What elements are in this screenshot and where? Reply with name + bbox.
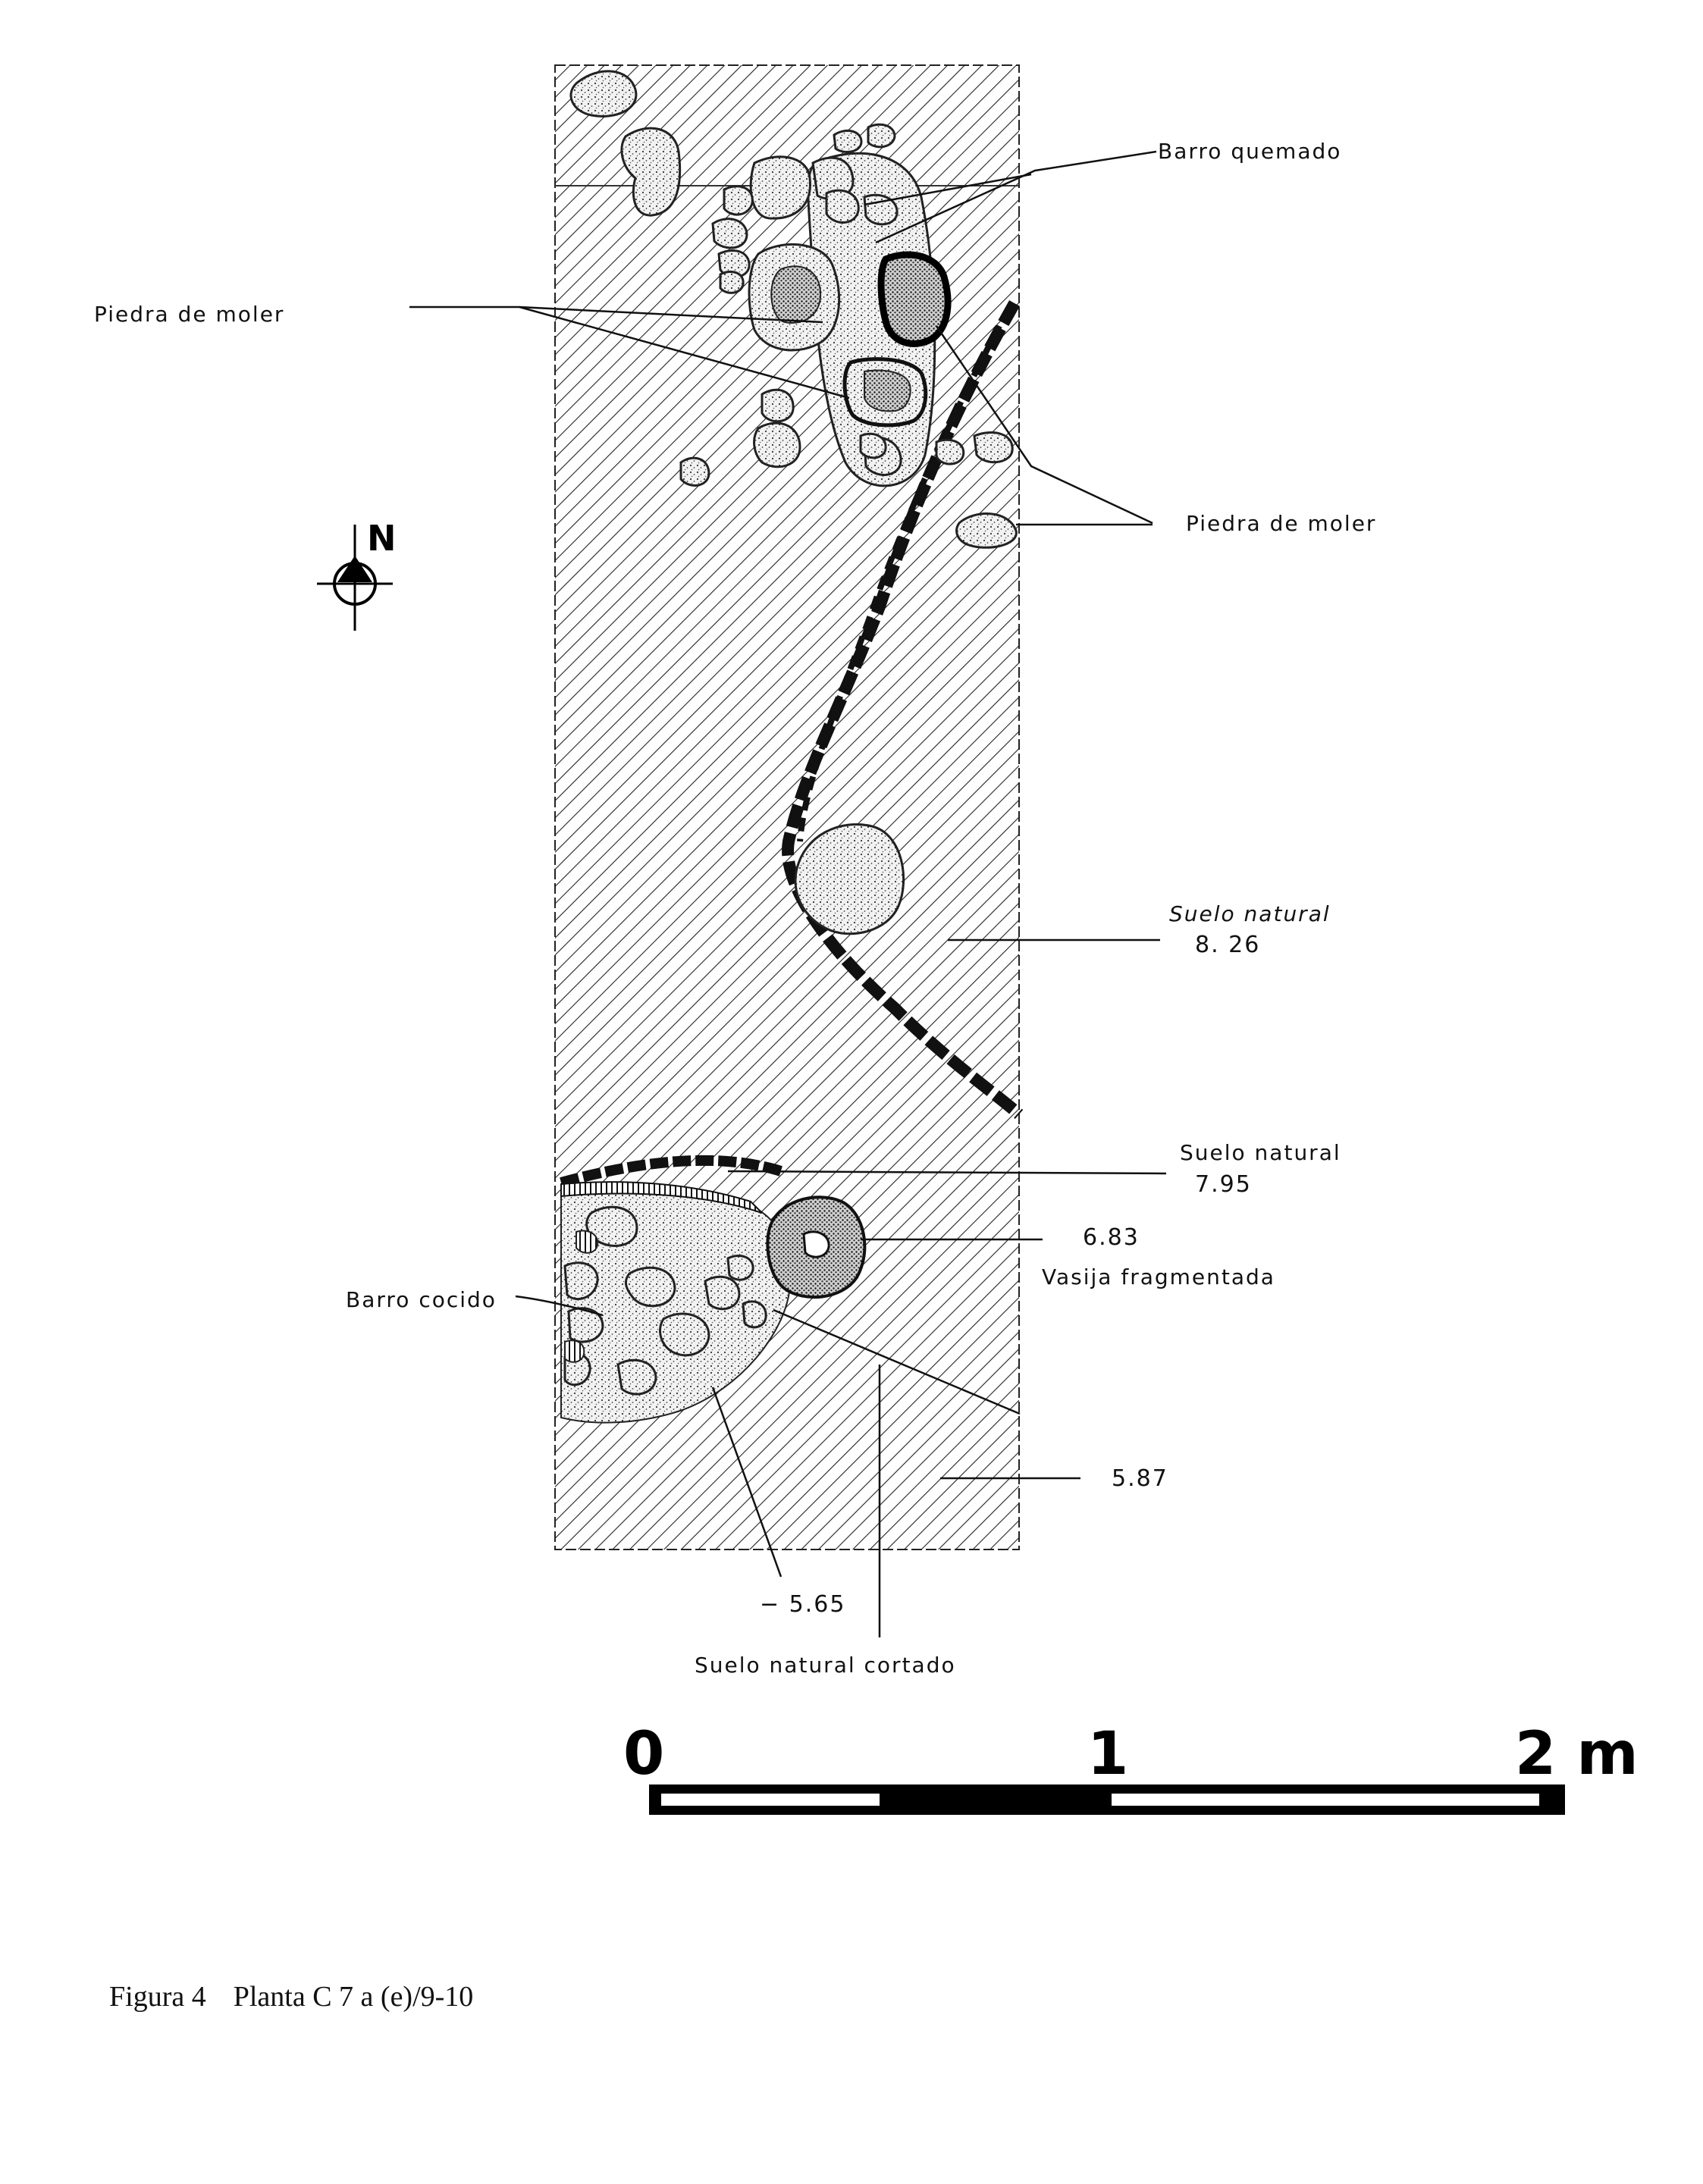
label-elev-683: 6.83 — [1083, 1224, 1140, 1251]
scale-bar: 0 1 2 m — [623, 1720, 1639, 1815]
caption-figure-number: Figura 4 — [109, 1981, 206, 2013]
label-elev-565: − 5.65 — [760, 1591, 845, 1618]
north-label: N — [367, 518, 397, 559]
label-piedra-de-moler-left: Piedra de moler — [94, 302, 284, 327]
label-barro-quemado: Barro quemado — [1158, 139, 1341, 164]
scale-tick-0: 0 — [623, 1720, 664, 1788]
label-vasija: Vasija fragmentada — [1042, 1264, 1275, 1289]
scale-tick-1: 1 — [1087, 1720, 1128, 1788]
label-barro-cocido: Barro cocido — [346, 1287, 497, 1312]
north-arrow-icon: N — [317, 518, 397, 631]
figure-caption: Figura 4 Planta C 7 a (e)/9-10 — [109, 1980, 500, 2013]
label-elev-587: 5.87 — [1112, 1465, 1168, 1492]
leader-lines — [409, 150, 1167, 1637]
scale-tick-2: 2 m — [1515, 1720, 1639, 1788]
label-piedra-de-moler-right: Piedra de moler — [1186, 511, 1376, 536]
natural-soil-edge — [560, 300, 1024, 1188]
baked-clay-area — [560, 1181, 792, 1424]
label-suelo-natural-2: Suelo natural — [1180, 1140, 1341, 1165]
fragmented-vessel — [766, 1195, 867, 1299]
label-suelo-natural-1: Suelo natural — [1169, 901, 1331, 926]
label-elev-826: 8. 26 — [1195, 932, 1260, 958]
label-elev-795: 7.95 — [1195, 1171, 1252, 1198]
caption-title: Planta C 7 a (e)/9-10 — [233, 1981, 474, 2013]
label-suelo-cortado: Suelo natural cortado — [695, 1653, 956, 1678]
upper-stones — [569, 70, 1018, 549]
middle-stone — [794, 823, 905, 935]
